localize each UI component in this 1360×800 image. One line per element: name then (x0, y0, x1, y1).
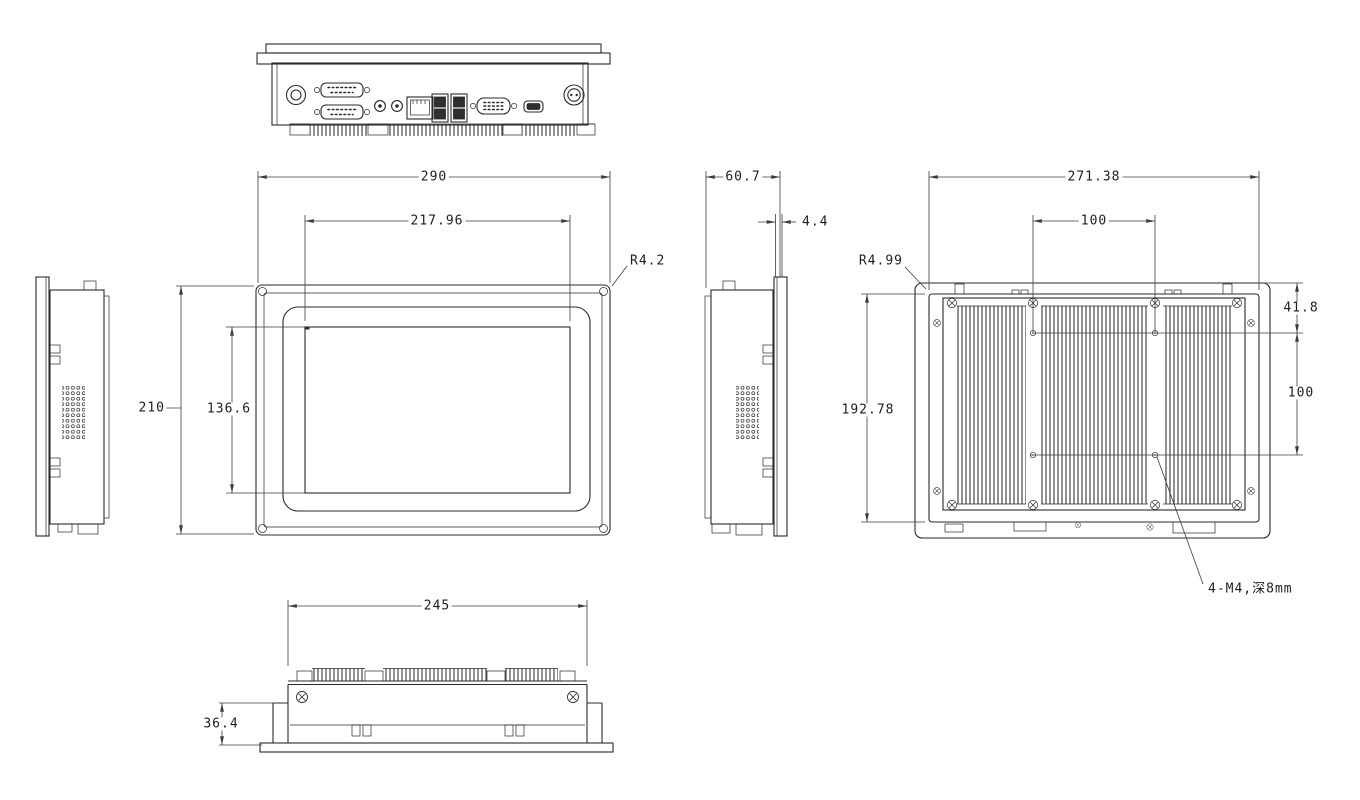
bottom-connector (711, 523, 731, 534)
right-side-view (704, 276, 788, 537)
bottom-connector (77, 523, 99, 535)
top-stud (954, 283, 965, 295)
heatsink-plate (942, 297, 1246, 511)
dim-rear-body-height: 192.78 (839, 402, 897, 418)
dim-rear-body-width: 271.38 (1065, 169, 1123, 185)
dim-front-overall-height: 210 (136, 400, 167, 416)
vent-holes (62, 386, 85, 439)
top-stud (1222, 283, 1233, 295)
top-edge-tabs (1011, 289, 1182, 295)
corner-screw (599, 287, 608, 296)
rear-cover-profile (103, 295, 110, 519)
rear-cover-profile (704, 295, 712, 519)
front-radius-leader (611, 265, 628, 287)
heatsink-base (288, 680, 587, 686)
vent-holes (736, 386, 759, 439)
bottom-connector (57, 523, 73, 533)
rear-chassis (928, 293, 1260, 523)
hdmi-port (523, 100, 544, 113)
dim-rear-corner-radius: R4.99 (856, 253, 905, 269)
front-view (255, 284, 611, 536)
power-connector (563, 84, 585, 106)
vesa-mounting-note: 4-M4,深8mm (1206, 581, 1295, 597)
vesa-note-leader (1156, 456, 1204, 585)
front-bezel-outline (255, 284, 611, 536)
bottom-view (259, 668, 614, 753)
mounting-clips (762, 344, 774, 478)
left-side-view (35, 276, 110, 537)
dim-rear-vesa-top-offset: 41.8 (1281, 300, 1321, 316)
vga-port (470, 97, 517, 115)
dim-display-active-width: 217.96 (408, 213, 466, 229)
mid-frame (272, 702, 603, 744)
front-panel-lip (265, 43, 602, 54)
bottom-tabs (351, 724, 525, 737)
front-bezel-profile (35, 276, 50, 537)
corner-screw (258, 524, 267, 533)
corner-screw (258, 287, 267, 296)
top-stud (722, 280, 736, 291)
dim-rear-vesa-horizontal: 100 (1078, 213, 1110, 229)
dim-display-active-height: 136.6 (204, 401, 254, 417)
dim-rear-vesa-vertical: 100 (1285, 385, 1317, 401)
mounting-clips (49, 344, 61, 478)
serial-port-2 (314, 104, 370, 120)
rear-view (914, 282, 1271, 539)
corner-screw (599, 524, 608, 533)
touch-glass-outline (282, 306, 591, 512)
bezel-inner-line (263, 292, 603, 528)
usb-ports-2 (450, 93, 468, 123)
heatsink-fins (957, 305, 1232, 505)
bottom-edge-parts (944, 521, 1216, 534)
chassis-sides (287, 684, 588, 743)
top-view (256, 43, 611, 136)
front-panel-edge (256, 52, 611, 65)
front-glass-edge (259, 742, 614, 753)
audio-jacks (374, 100, 403, 112)
dim-bottom-mounting-depth: 36.4 (201, 716, 241, 732)
ethernet-port (406, 96, 434, 120)
dim-front-overall-width: 290 (418, 169, 450, 185)
serial-port-1 (314, 82, 370, 98)
top-stud (83, 280, 97, 291)
usb-ports-1 (431, 93, 449, 123)
dim-side-depth: 60.7 (723, 169, 763, 185)
ground-terminal (285, 84, 307, 106)
display-active-area (304, 326, 571, 494)
heatsink-fins (289, 123, 596, 136)
heatsink-fins (296, 668, 576, 682)
dim-front-corner-radius: R4.2 (628, 253, 668, 269)
dim-bottom-chassis-width: 245 (421, 598, 453, 614)
dim-side-bezel-thickness: 4.4 (800, 214, 831, 230)
bottom-connector (735, 523, 763, 536)
rear-radius-leader (903, 265, 927, 290)
front-panel-outline-rear (914, 282, 1271, 539)
front-bezel-profile (773, 276, 788, 537)
chassis-body (271, 62, 589, 126)
